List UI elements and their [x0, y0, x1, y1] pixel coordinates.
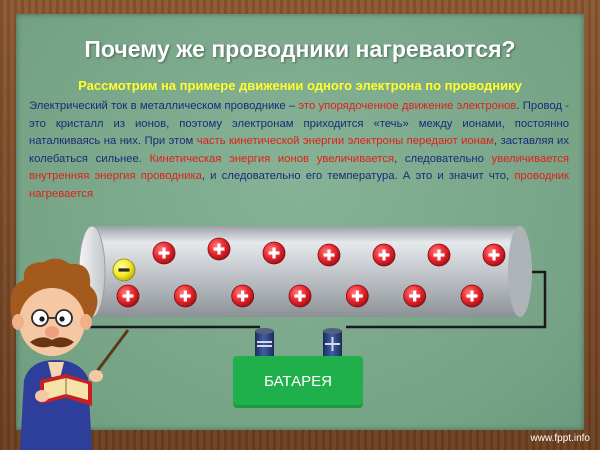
- ion: [460, 284, 484, 308]
- minus-icon: [118, 268, 130, 272]
- plus-icon: [237, 290, 249, 302]
- body-text-run: , следовательно: [394, 152, 492, 165]
- plus-icon: [409, 290, 421, 302]
- body-text-run: . Провод - это кристалл из ионов, поэтом…: [29, 100, 569, 147]
- ion: [116, 284, 140, 308]
- highlight-text: часть кинетической энергии электроны пер…: [196, 135, 494, 147]
- plus-icon: [351, 290, 363, 302]
- plus-icon: [122, 290, 134, 302]
- ion: [372, 243, 396, 267]
- chalkboard: [16, 14, 584, 430]
- plus-icon: [179, 290, 191, 302]
- plus-icon: [158, 247, 170, 259]
- electron: [112, 258, 136, 282]
- body-text-run: , заставляя их колебаться сильнее.: [29, 135, 570, 165]
- watermark: www.fppt.info: [530, 433, 590, 444]
- ion: [482, 243, 506, 267]
- plus-icon: [488, 249, 500, 261]
- ion: [262, 241, 286, 265]
- ion: [427, 243, 451, 267]
- plus-icon: [268, 247, 280, 259]
- highlight-text: проводник нагревается: [29, 170, 569, 200]
- ion: [152, 241, 176, 265]
- electron-group: [112, 258, 136, 282]
- plus-icon: [433, 249, 445, 261]
- ion: [317, 243, 341, 267]
- ion: [207, 237, 231, 261]
- ion: [403, 284, 427, 308]
- body-text-run: Электрический ток в металлическом провод…: [29, 100, 299, 112]
- ion: [231, 284, 255, 308]
- slide-subtitle: Рассмотрим на примере движении одного эл…: [78, 78, 522, 93]
- highlight-text: увеличивается внутренняя энергия проводн…: [29, 152, 569, 183]
- highlight-text: Кинетическая энергия ионов увеличивается: [149, 152, 395, 165]
- highlight-text: это упорядоченное движение электронов: [298, 100, 517, 112]
- plus-icon: [323, 249, 335, 261]
- plus-icon: [213, 243, 225, 255]
- ion: [345, 284, 369, 308]
- ion: [288, 284, 312, 308]
- body-paragraph: Электрический ток в металлическом провод…: [29, 98, 569, 203]
- ion: [173, 284, 197, 308]
- battery-cell-right: [323, 328, 342, 357]
- plus-icon: [466, 290, 478, 302]
- body-text-run: , и следовательно его температура. А это…: [201, 170, 515, 182]
- professor-character: [10, 258, 130, 450]
- battery-cell-left: [255, 328, 274, 357]
- ion-group: [116, 237, 506, 308]
- slide-title: Почему же проводники нагреваются?: [84, 36, 516, 62]
- plus-icon: [378, 249, 390, 261]
- battery-label: БАТАРЕЯ: [233, 356, 363, 408]
- plus-icon: [294, 290, 306, 302]
